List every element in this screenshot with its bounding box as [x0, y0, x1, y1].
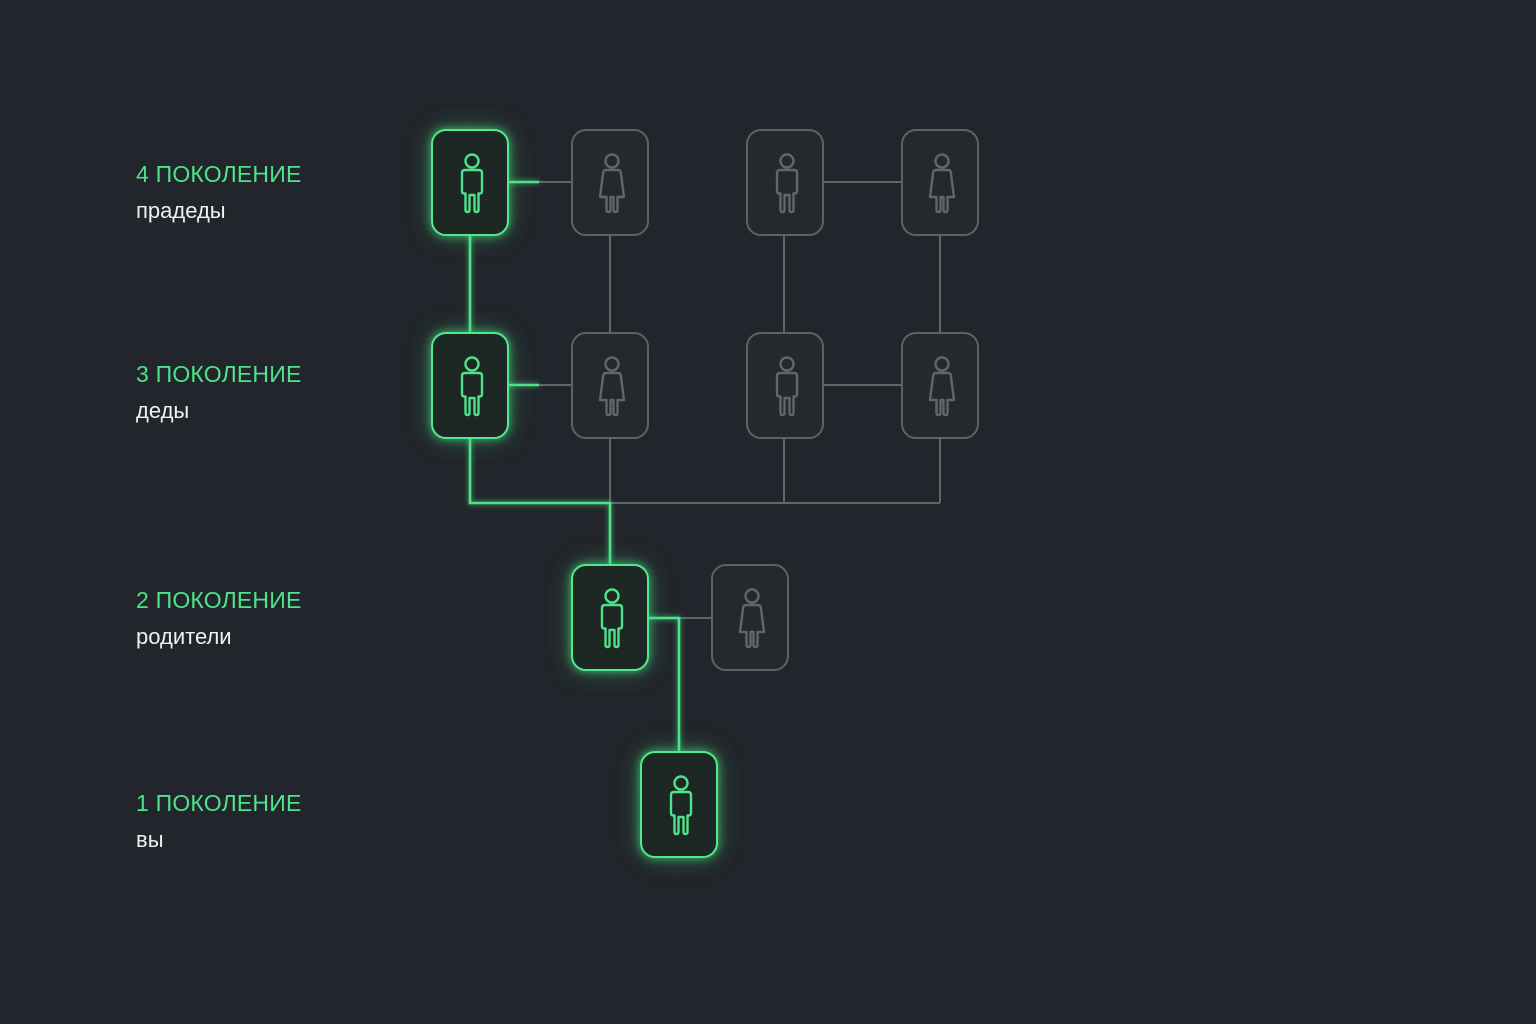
generation-1-name: вы: [136, 827, 164, 852]
person-card-g2-2[interactable]: [711, 564, 789, 671]
generation-2-name: родители: [136, 624, 232, 649]
male-icon: [669, 775, 693, 836]
person-card-g3-2[interactable]: [571, 332, 649, 439]
lineage-connector-15: [468, 438, 612, 564]
male-icon: [775, 356, 799, 417]
generation-3-name: деды: [136, 398, 190, 423]
person-card-g3-1[interactable]: [431, 332, 509, 439]
male-icon: [600, 588, 624, 649]
female-icon: [928, 356, 956, 417]
person-card-g2-1[interactable]: [571, 564, 649, 671]
person-card-g4-1[interactable]: [431, 129, 509, 236]
person-card-g4-3[interactable]: [746, 129, 824, 236]
person-card-g3-4[interactable]: [901, 332, 979, 439]
generation-3-number: 3 ПОКОЛЕНИЕ: [136, 361, 302, 387]
generation-2-label: 2 ПОКОЛЕНИЕ родители: [136, 585, 302, 651]
person-card-g3-3[interactable]: [746, 332, 824, 439]
lineage-connector-16: [648, 616, 681, 751]
generation-1-number: 1 ПОКОЛЕНИЕ: [136, 790, 302, 816]
generation-4-number: 4 ПОКОЛЕНИЕ: [136, 161, 302, 187]
person-card-g4-4[interactable]: [901, 129, 979, 236]
male-icon: [460, 356, 484, 417]
generation-2-number: 2 ПОКОЛЕНИЕ: [136, 587, 302, 613]
generation-4-name: прадеды: [136, 198, 226, 223]
person-card-g1-1[interactable]: [640, 751, 718, 858]
female-icon: [738, 588, 766, 649]
generation-1-label: 1 ПОКОЛЕНИЕ вы: [136, 788, 302, 854]
generation-4-label: 4 ПОКОЛЕНИЕ прадеды: [136, 159, 302, 225]
female-icon: [928, 153, 956, 214]
female-icon: [598, 153, 626, 214]
generation-3-label: 3 ПОКОЛЕНИЕ деды: [136, 359, 302, 425]
female-icon: [598, 356, 626, 417]
male-icon: [775, 153, 799, 214]
person-card-g4-2[interactable]: [571, 129, 649, 236]
male-icon: [460, 153, 484, 214]
